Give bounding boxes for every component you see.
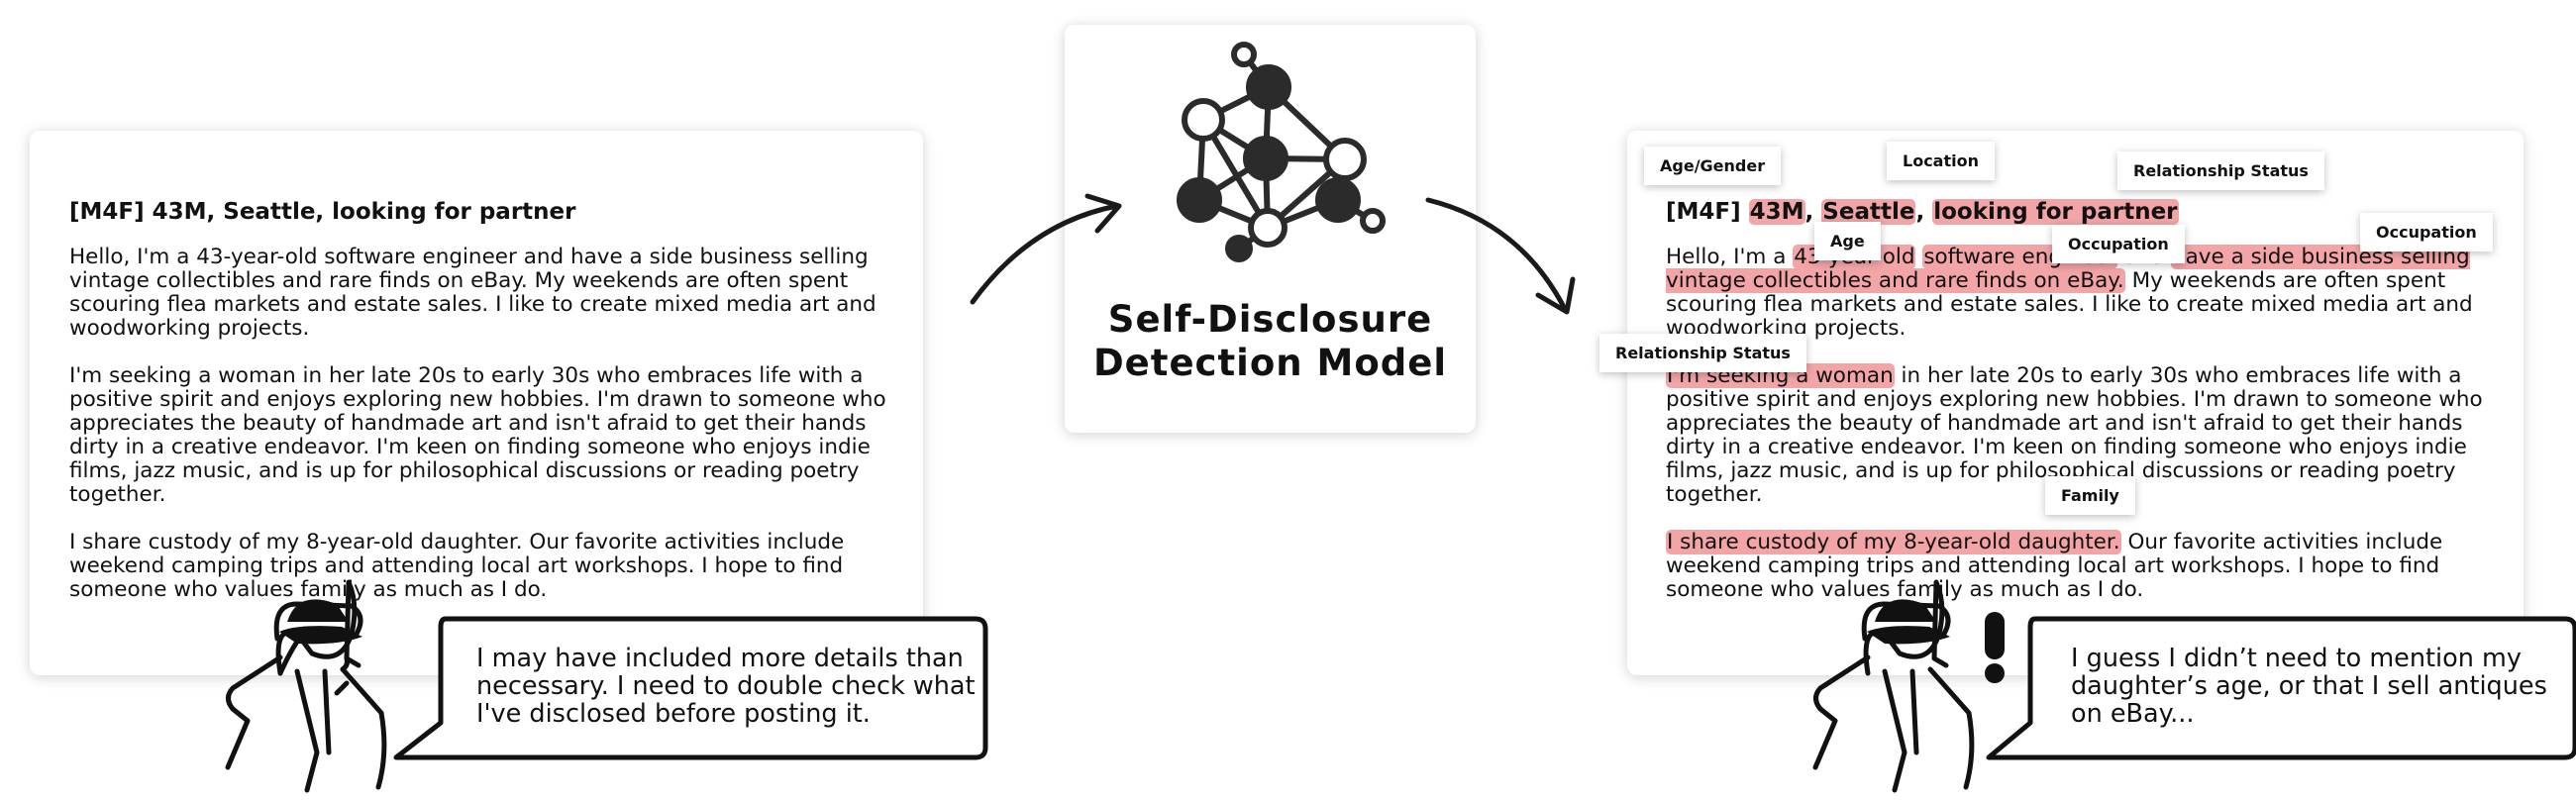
text-segment: Hello, I'm a xyxy=(1666,245,1794,269)
bubble-right-text: I guess I didn’t need to mention my daug… xyxy=(2071,645,2547,728)
title-comma-1: , xyxy=(1804,199,1822,225)
person-left-icon xyxy=(225,579,387,793)
neural-network-icon xyxy=(1177,42,1386,262)
arrow-to-model-icon xyxy=(970,193,1122,305)
speech-bubble-right xyxy=(1986,616,2576,760)
title-comma-2: , xyxy=(1915,199,1933,225)
post-paragraph-3: I share custody of my 8-year-old daughte… xyxy=(69,530,845,602)
original-post-card: [M4F] 43M, Seattle, looking for partner … xyxy=(30,131,923,675)
person-right-icon xyxy=(1812,579,1975,793)
bubble-left-line-1: I may have included more details than xyxy=(476,644,964,673)
person-left-cap-icon xyxy=(279,626,362,645)
label-age: Age xyxy=(1814,222,1881,260)
span-location: Seattle xyxy=(1821,199,1916,225)
label-occupation-2: Occupation xyxy=(2360,213,2493,251)
bubble-left-text: I may have included more details than ne… xyxy=(476,645,976,728)
person-left-hat-icon xyxy=(287,599,349,622)
label-location: Location xyxy=(1887,142,1995,180)
exclamation-icon xyxy=(1985,612,2005,683)
span-family: I share custody of my 8-year-old daughte… xyxy=(1666,530,2121,554)
annotated-post-title: [M4F] 43M, Seattle, looking for partner xyxy=(1666,199,2498,225)
span-relationship-status-1: looking for partner xyxy=(1932,199,2179,225)
bubble-right-line-1: I guess I didn’t need to mention my xyxy=(2071,644,2522,673)
bubble-left-line-2: necessary. I need to double check what xyxy=(476,671,976,701)
text-segment: in her late 20s to early 30s who embrace… xyxy=(1666,363,2483,507)
annotated-paragraph-2: I'm seeking a woman in her late 20s to e… xyxy=(1666,363,2498,507)
label-occupation-1: Occupation xyxy=(2052,225,2185,263)
post-title: [M4F] 43M, Seattle, looking for partner xyxy=(69,199,576,225)
annotated-post: [M4F] 43M, Seattle, looking for partner … xyxy=(1666,199,2498,626)
bubble-left-line-3: I've disclosed before posting it. xyxy=(476,699,871,729)
annotated-post-card: [M4F] 43M, Seattle, looking for partner … xyxy=(1627,131,2524,675)
text-segment: Our favorite activities include weekend … xyxy=(1666,530,2443,602)
label-family: Family xyxy=(2045,476,2135,515)
post-paragraph-1: Hello, I'm a 43-year-old software engine… xyxy=(69,245,876,341)
original-post: [M4F] 43M, Seattle, looking for partner … xyxy=(69,200,901,626)
label-relationship-status-1: Relationship Status xyxy=(2117,151,2324,190)
span-age-gender: 43M xyxy=(1748,199,1805,225)
speech-bubble-left xyxy=(393,616,988,760)
post-paragraph-2: I'm seeking a woman in her late 20s to e… xyxy=(69,363,886,507)
model-title-line-1: Self-Disclosure xyxy=(1107,298,1433,341)
bubble-right-line-3: on eBay... xyxy=(2071,699,2195,729)
bubble-right-line-2: daughter’s age, or that I sell antiques xyxy=(2071,671,2547,701)
annotated-paragraph-3: I share custody of my 8-year-old daughte… xyxy=(1666,530,2498,602)
model-title-line-2: Detection Model xyxy=(1092,342,1448,384)
label-relationship-status-2: Relationship Status xyxy=(1599,334,1806,372)
title-prefix: [M4F] xyxy=(1666,199,1749,225)
arrow-to-output-icon xyxy=(1425,197,1576,315)
label-age-gender: Age/Gender xyxy=(1644,147,1782,185)
model-card: Self-Disclosure Detection Model xyxy=(1065,25,1476,433)
